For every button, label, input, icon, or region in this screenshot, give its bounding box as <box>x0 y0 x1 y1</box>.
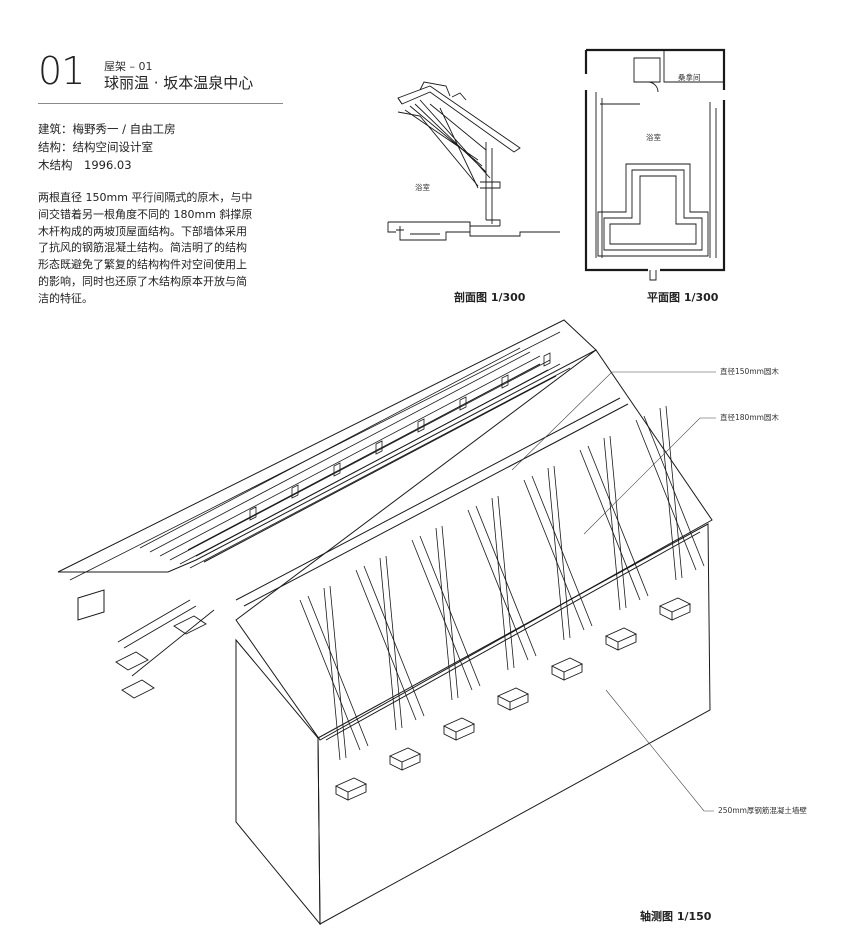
axonometric-caption: 轴测图 1/150 <box>640 910 712 923</box>
chapter-number: 01 <box>38 49 85 93</box>
description-line: 两根直径 150mm 平行间隔式的原木，与中 <box>38 191 253 204</box>
description-line: 形态既避免了繁复的结构构件对空间使用上 <box>38 258 247 272</box>
credit-wood: 木结构 1996.03 <box>38 158 132 172</box>
title-divider <box>38 103 283 104</box>
description-line: 洁的特征。 <box>38 291 93 305</box>
description-line: 了抗风的钢筋混凝土结构。简洁明了的结构 <box>38 241 247 255</box>
description-line: 间交错着另一根角度不同的 180mm 斜撑原 <box>38 207 253 221</box>
credit-architecture: 建筑：梅野秀一 / 自由工房 <box>38 122 176 136</box>
description-line: 木杆构成的两坡顶屋面结构。下部墙体采用 <box>38 224 247 238</box>
plan-bath-label: 浴室 <box>646 133 661 142</box>
plan-sauna-label: 桑拿间 <box>678 73 701 82</box>
description-line: 的影响，同时也还原了木结构原本开放与简 <box>38 274 247 288</box>
project-title: 球丽温 · 坂本温泉中心 <box>104 74 254 92</box>
section-caption: 剖面图 1/300 <box>454 291 526 304</box>
annotation-concrete-wall: 250mm厚钢筋混凝土墙壁 <box>718 806 807 815</box>
description: 两根直径 150mm 平行间隔式的原木，与中 间交错着另一根角度不同的 180m… <box>38 190 286 308</box>
plan-caption: 平面图 1/300 <box>647 291 719 304</box>
annotation-150mm-log: 直径150mm圆木 <box>720 367 779 376</box>
chapter-subtitle: 屋架 – 01 <box>104 60 153 73</box>
section-room-label: 浴室 <box>415 183 430 192</box>
credit-structure: 结构：结构空间设计室 <box>38 140 153 154</box>
annotation-180mm-log: 直径180mm圆木 <box>720 413 779 422</box>
